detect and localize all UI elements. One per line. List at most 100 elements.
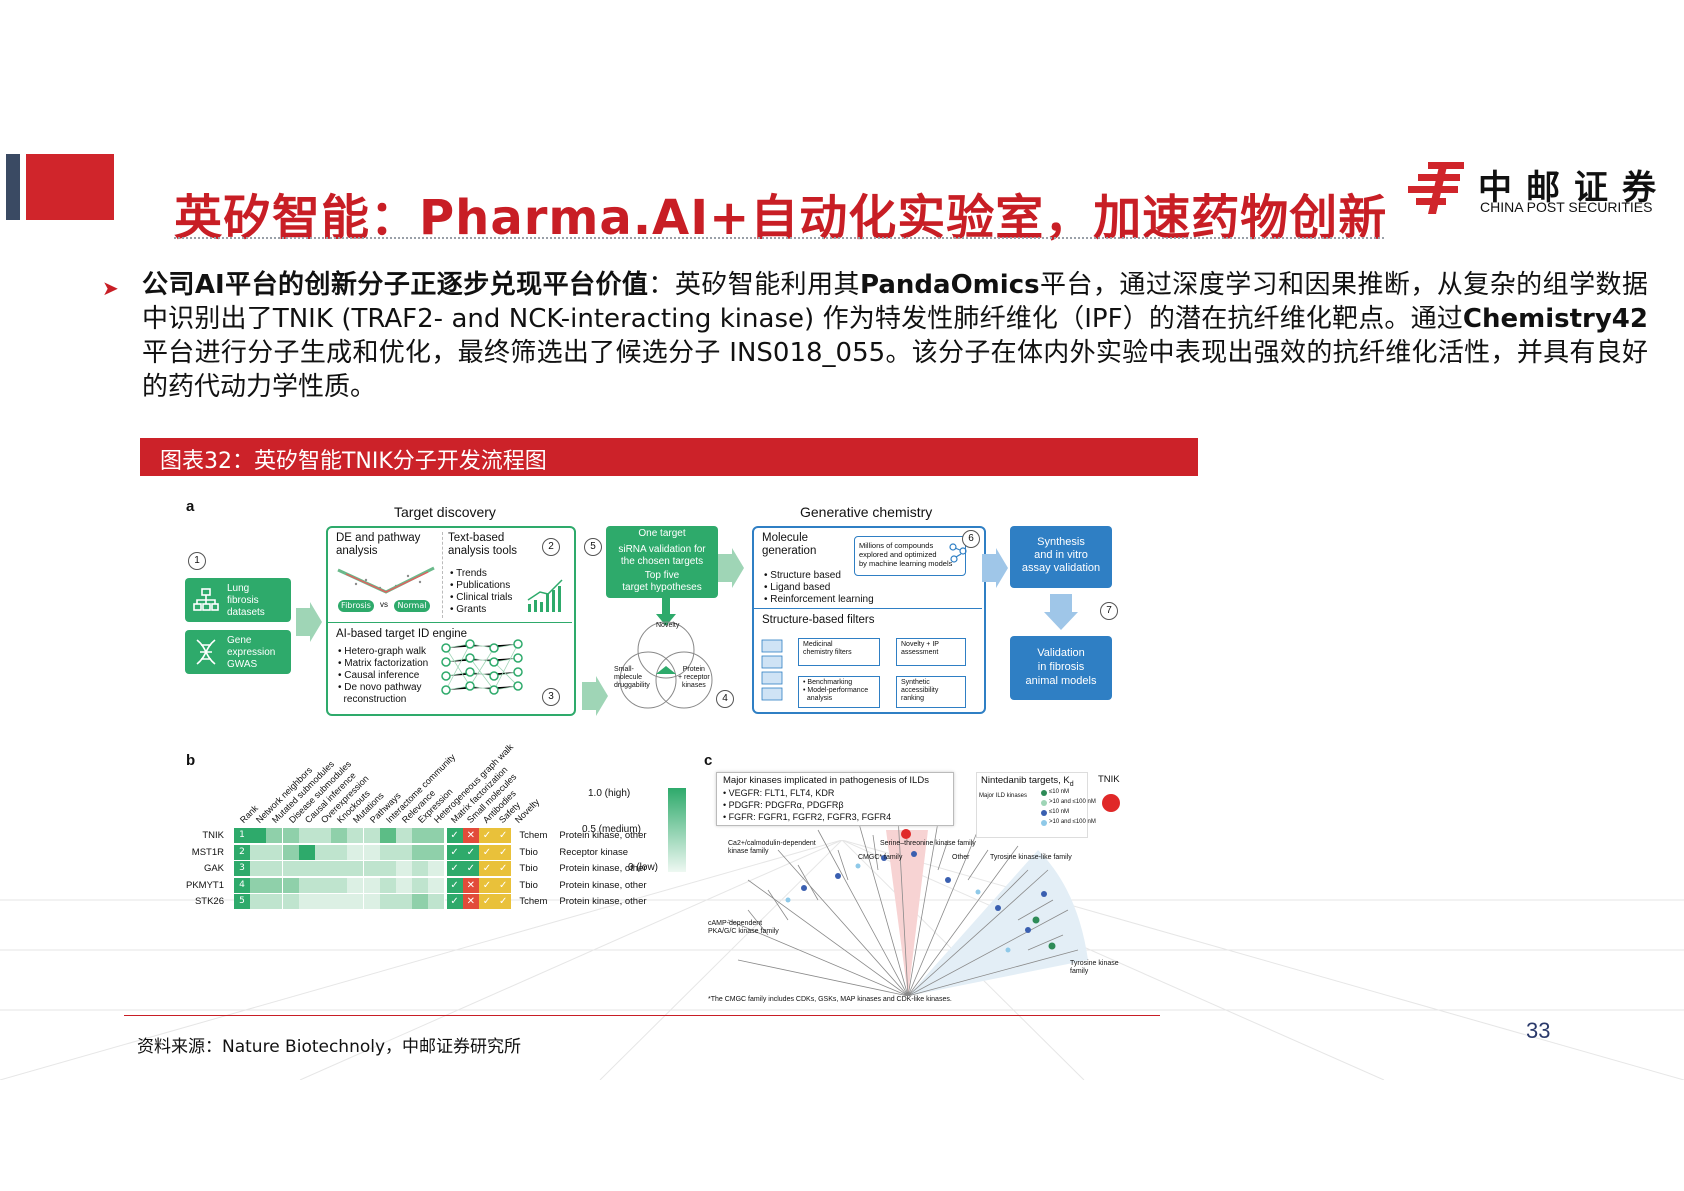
cmgc-footnote: *The CMGC family includes CDKs, GSKs, MA…	[708, 996, 952, 1003]
china-post-securities-logo: 中邮证券 CHINA POST SECURITIES	[1406, 158, 1658, 218]
heatmap-cell	[298, 894, 316, 909]
check-icon: ✓	[462, 861, 479, 876]
structure-filters-label: Structure-based filters	[762, 614, 875, 626]
major-kinase-vegfr: • VEGFR: FLT1, FLT4, KDR	[723, 788, 835, 798]
heatmap-cell	[266, 828, 284, 843]
heatmap-cell	[379, 894, 397, 909]
heatmap-cell	[315, 844, 332, 860]
cross-icon: ✕	[462, 894, 479, 909]
heatmap-cell	[428, 844, 446, 860]
china-post-logo-icon	[1408, 162, 1464, 214]
heatmap-cell	[298, 828, 316, 843]
nintedanib-title-subscript: d	[1069, 780, 1074, 788]
one-target-label: One target	[638, 528, 686, 539]
bullet-bold-pandaomics: PandaOmics	[860, 270, 1040, 300]
check-icon: ✓	[495, 861, 512, 876]
check-icon: ✓	[495, 844, 512, 860]
top-five-label: Top five target hypotheses	[622, 570, 702, 593]
check-icon: ✓	[479, 828, 495, 843]
check-icon: ✓	[462, 844, 479, 860]
nintedanib-title: Nintedanib targets, Kd	[981, 775, 1074, 788]
cross-icon: ✕	[462, 877, 479, 893]
lung-fibrosis-datasets-box: Lung fibrosis datasets	[185, 578, 291, 622]
panel-b-letter: b	[186, 752, 196, 769]
mol-item-3: • Reinforcement learning	[764, 594, 874, 605]
heatmap-cell	[428, 828, 446, 843]
arrow-right-icon	[296, 602, 322, 642]
check-icon: ✓	[446, 828, 463, 843]
heatmap-cell	[412, 877, 430, 893]
text-item-grants: • Grants	[450, 604, 487, 615]
heatmap-cell	[396, 844, 413, 860]
bullet-text-2: 平台，通过深度学习和因果推断，从复杂的组学数据中识别出了TNIK (TRAF2-…	[142, 270, 1648, 334]
arrow-down-icon	[1044, 594, 1078, 630]
heatmap-cell	[379, 861, 397, 876]
major-ild-label: Major ILD kinases	[979, 793, 1028, 799]
heatmap-row-gene: GAK	[203, 863, 224, 874]
validation-box: Validation in fibrosis animal models	[1010, 636, 1112, 700]
bullet-lead: 公司AI平台的创新分子正逐步兑现平台价值	[142, 270, 649, 300]
mol-item-1: • Structure based	[764, 570, 841, 581]
heatmap-cell	[379, 844, 397, 860]
lung-fibrosis-label: Lung fibrosis datasets	[227, 583, 265, 618]
target-discovery-box	[326, 526, 576, 716]
ai-item-4: • De novo pathway	[338, 682, 422, 693]
heatmap-cell	[396, 894, 413, 909]
check-icon: ✓	[495, 828, 512, 843]
legend-low: 0 (low)	[628, 862, 659, 873]
ai-item-1: • Hetero-graph walk	[338, 646, 426, 657]
step-number-2: 2	[542, 538, 560, 556]
heatmap-cell	[315, 894, 332, 909]
divider	[754, 608, 982, 609]
heatmap-tdl: Tbio	[519, 879, 538, 891]
mol-item-2: • Ligand based	[764, 582, 831, 593]
heatmap-cell	[347, 877, 365, 893]
figure-caption-text: 图表32：英矽智能TNIK分子开发流程图	[160, 449, 547, 474]
dna-icon	[196, 639, 216, 665]
kd-dot-light-blue	[1041, 820, 1047, 826]
venn-small-molecule: Small- molecule druggability	[614, 666, 650, 689]
validation-label: Validation in fibrosis animal models	[1025, 647, 1097, 687]
compound-stack-icon	[761, 639, 783, 701]
divider	[442, 532, 443, 618]
heatmap-cell	[428, 861, 446, 876]
logo-chinese-name: 中邮证券	[1478, 168, 1670, 208]
normal-pill: Normal	[394, 600, 430, 612]
heatmap-cell	[315, 828, 332, 843]
heatmap-rank-cell: 2	[234, 844, 250, 860]
step-number-4: 4	[716, 690, 734, 708]
text-item-trends: • Trends	[450, 568, 487, 579]
text-based-label: Text-based analysis tools	[448, 532, 518, 557]
heatmap-cell	[266, 844, 284, 860]
synthetic-accessibility-box: Synthetic accessibility ranking	[896, 676, 966, 708]
bar-trend-icon	[527, 579, 563, 612]
benchmarking-box: • Benchmarking • Model-performance analy…	[798, 676, 880, 708]
tyr-family-label: Tyrosine kinase family	[1070, 960, 1119, 975]
heatmap-cell	[412, 894, 430, 909]
panel-a-letter: a	[186, 498, 195, 515]
heatmap-cell	[250, 828, 268, 843]
heatmap-cell	[331, 894, 349, 909]
ai-item-5: reconstruction	[338, 694, 407, 705]
heatmap-cell	[315, 861, 332, 876]
header-accent-bar-red	[26, 154, 114, 220]
check-icon: ✓	[495, 877, 512, 893]
heatmap-legend-gradient	[668, 788, 686, 872]
heatmap-cell	[363, 894, 381, 909]
millions-label: Millions of compounds explored and optim…	[859, 541, 953, 568]
novelty-ip-label: Novelty + IP assessment	[901, 641, 939, 656]
heatmap-family: Receptor kinase	[559, 846, 629, 858]
check-icon: ✓	[446, 894, 463, 909]
arrow-right-icon	[982, 548, 1008, 588]
heatmap-cell	[266, 894, 284, 909]
heatmap-cell	[331, 828, 349, 843]
medicinal-chemistry-label: Medicinal chemistry filters	[803, 641, 852, 656]
sirna-label: siRNA validation for the chosen targets	[618, 544, 706, 567]
synthesis-box: Synthesis and in vitro assay validation	[1010, 526, 1112, 588]
tnik-legend-label: TNIK	[1098, 774, 1120, 785]
figure-caption-bar: 图表32：英矽智能TNIK分子开发流程图	[140, 438, 1198, 476]
kinome-tree	[727, 815, 1088, 996]
major-kinase-fgfr: • FGFR: FGFR1, FGFR2, FGFR3, FGFR4	[723, 812, 892, 822]
de-pathway-label: DE and pathway analysis	[336, 532, 421, 557]
step-number-3: 3	[542, 688, 560, 706]
